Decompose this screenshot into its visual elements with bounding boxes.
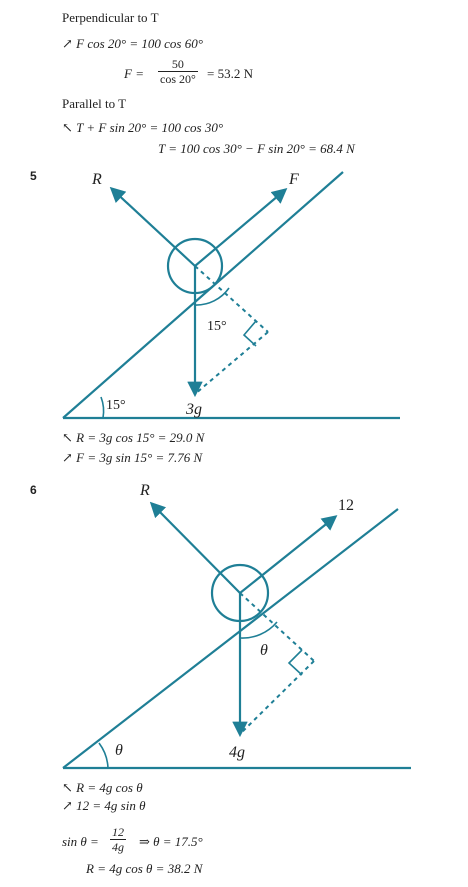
diagram-q5 — [62, 171, 400, 420]
sin-lhs: sin θ = — [62, 834, 99, 849]
slope-line — [62, 171, 344, 419]
q6-eq-r: ↖ R = 4g cos θ — [62, 780, 143, 795]
arrow-up-right-icon: ↗ — [62, 798, 73, 813]
f-lhs: F = — [124, 66, 144, 81]
right-angle-mark — [242, 320, 257, 347]
label-force: 12 — [338, 497, 354, 514]
normal-arrow — [149, 501, 241, 594]
angle-arc-base — [98, 742, 109, 769]
component-dash-perp — [194, 265, 269, 333]
force-f-arrow — [194, 188, 288, 267]
q5-eq-r: ↖ R = 3g cos 15° = 29.0 N — [62, 430, 205, 445]
arrow-up-left-icon: ↖ — [62, 120, 73, 135]
perp-equation: ↗ F cos 20° = 100 cos 60° — [62, 36, 203, 51]
slope-line — [62, 508, 399, 769]
component-dash-par — [194, 331, 269, 395]
label-angle-base: 15° — [106, 398, 126, 413]
arrow-up-left-icon: ↖ — [62, 430, 73, 445]
label-weight: 3g — [185, 401, 202, 418]
label-r: R — [139, 482, 150, 499]
label-theta-base: θ — [115, 742, 123, 759]
normal-arrow — [109, 186, 196, 267]
q6-eq-12: ↗ 12 = 4g sin θ — [62, 798, 146, 813]
label-angle-inner: 15° — [207, 319, 227, 334]
angle-arc-base — [100, 396, 105, 419]
f-rhs: = 53.2 N — [207, 66, 253, 81]
question-number-6: 6 — [30, 483, 37, 497]
force-12-arrow — [239, 515, 338, 594]
t-equation: T = 100 cos 30° − F sin 20° = 68.4 N — [158, 141, 355, 156]
q5-eq-f: ↗ F = 3g sin 15° = 7.76 N — [62, 450, 203, 465]
angle-arc-inner — [194, 287, 230, 306]
q6-eq-r-final: R = 4g cos θ = 38.2 N — [86, 861, 203, 876]
component-dash-par — [239, 660, 315, 735]
label-theta-inner: θ — [260, 642, 268, 659]
sin-fraction: 12 4g — [110, 825, 126, 854]
par-equation: ↖ T + F sin 20° = 100 cos 30° — [62, 120, 224, 135]
arrow-up-right-icon: ↗ — [62, 36, 73, 51]
diagram-q6 — [62, 501, 411, 770]
par-heading: Parallel to T — [62, 96, 127, 111]
label-f: F — [288, 171, 299, 188]
arrow-up-left-icon: ↖ — [62, 780, 73, 795]
perp-heading: Perpendicular to T — [62, 10, 159, 25]
question-number-5: 5 — [30, 169, 37, 183]
label-weight: 4g — [229, 744, 245, 761]
right-angle-mark — [287, 649, 303, 676]
arrow-up-right-icon: ↗ — [62, 450, 73, 465]
f-fraction: 50 cos 20° — [158, 57, 198, 86]
angle-arc-inner — [239, 621, 278, 639]
label-r: R — [91, 171, 102, 188]
sin-rhs: ⇒ θ = 17.5° — [139, 834, 203, 849]
